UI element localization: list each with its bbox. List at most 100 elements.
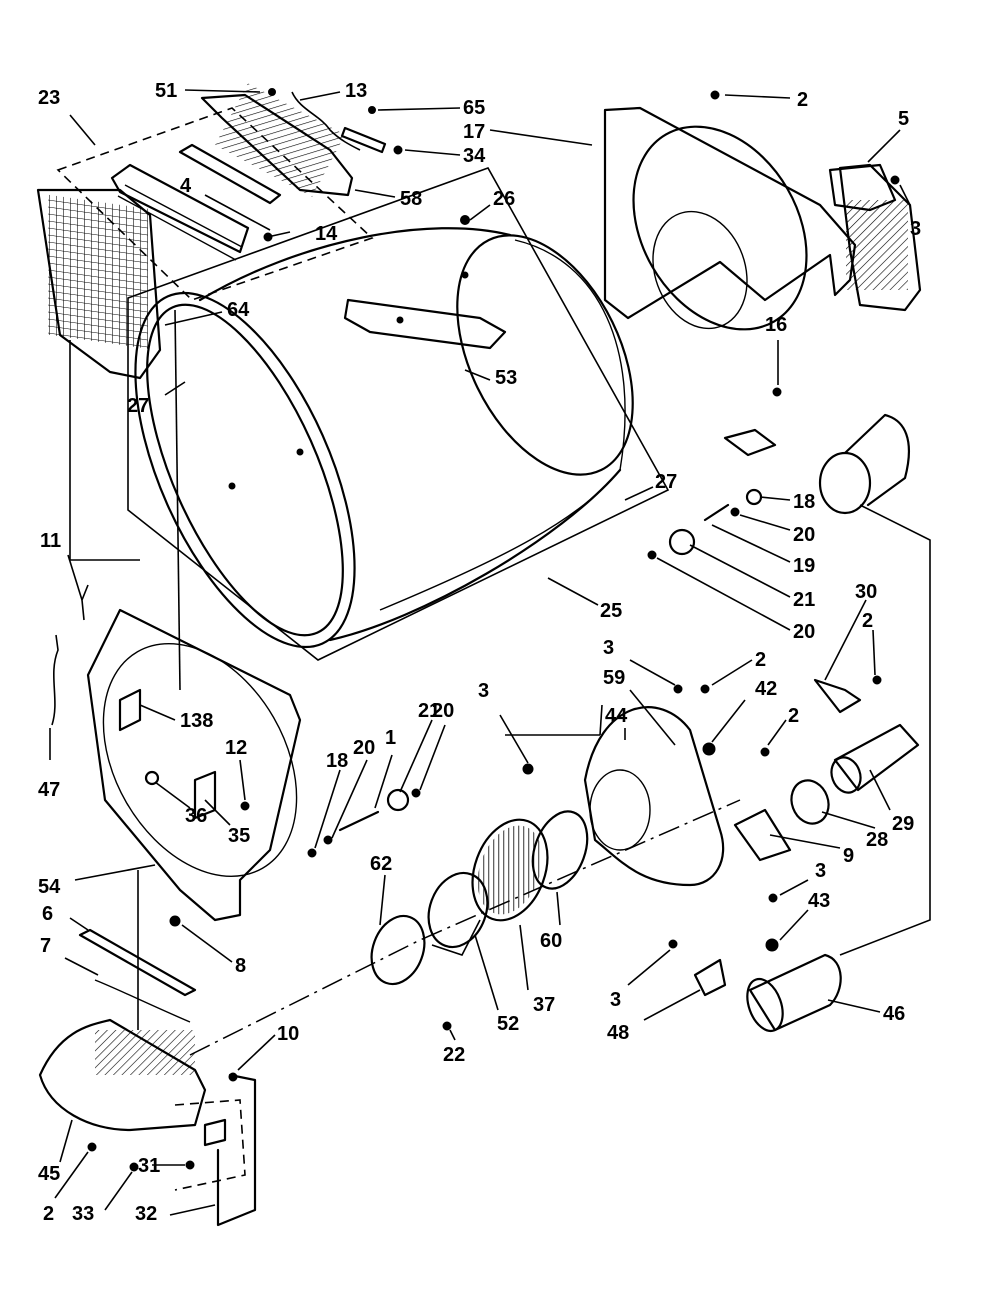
callout-8: 8 (235, 955, 246, 977)
callout-47: 47 (38, 779, 60, 801)
blower-housing-inlet (589, 769, 651, 851)
leader-58 (354, 189, 396, 198)
callout-2a: 2 (797, 89, 808, 111)
leader-2b (872, 629, 876, 676)
base-screw-2 (87, 1142, 97, 1152)
lint-group-outline (56, 107, 374, 301)
blower-screw-22 (442, 1021, 452, 1031)
leader-3b (629, 659, 676, 686)
leader-62 (379, 874, 386, 926)
leader-2c (711, 659, 753, 686)
leader-42 (711, 699, 746, 743)
drum-rivet-3 (228, 482, 236, 490)
callout-28: 28 (866, 829, 888, 851)
callout-45: 45 (38, 1163, 60, 1185)
leader-9 (769, 834, 841, 849)
callout-18b: 18 (326, 750, 348, 772)
door-switch (118, 688, 142, 732)
callout-5: 5 (898, 108, 909, 130)
callout-48: 48 (607, 1022, 629, 1044)
drum-belt (379, 239, 626, 611)
callout-20c: 20 (353, 737, 375, 759)
leader-25 (547, 577, 599, 606)
leader-54 (74, 864, 156, 881)
callout-1: 1 (385, 727, 396, 749)
blower-screw-3 (522, 763, 534, 775)
leader-21a (689, 544, 791, 598)
callout-59: 59 (603, 667, 625, 689)
leader-23 (69, 114, 96, 146)
leader-21b (399, 719, 433, 793)
lint-housing (110, 163, 250, 254)
callout-3a: 3 (910, 218, 921, 240)
alignment-lines (69, 309, 931, 1056)
spring-7 (94, 979, 191, 1023)
axis-drum-front (174, 309, 181, 691)
leader-lines (49, 89, 911, 1216)
drum-rivet-1 (461, 271, 469, 279)
leader-64 (164, 311, 223, 326)
seal-60 (531, 810, 589, 890)
callout-22: 22 (443, 1044, 465, 1066)
callout-52: 52 (497, 1013, 519, 1035)
callout-2b: 2 (862, 610, 873, 632)
leader-65 (377, 107, 461, 111)
base-hatch (95, 1030, 195, 1075)
leader-26 (469, 204, 491, 221)
callout-46: 46 (883, 1003, 905, 1025)
callout-19: 19 (793, 555, 815, 577)
motor-clip-48 (693, 958, 727, 997)
callout-43: 43 (808, 890, 830, 912)
drum-front-inner (146, 303, 344, 637)
leader-43 (779, 909, 809, 941)
leader-10 (237, 1034, 276, 1071)
callout-21a: 21 (793, 589, 815, 611)
lint-grille-hatch (215, 83, 345, 197)
wire-harness-47 (51, 634, 59, 726)
drum-assembly (127, 167, 670, 661)
exhaust-tube-end (830, 756, 862, 794)
heater-screw-3 (890, 175, 900, 185)
callout-3c: 3 (478, 680, 489, 702)
callout-4: 4 (180, 175, 192, 197)
leader-48 (643, 989, 701, 1021)
drum-rivet-4 (296, 448, 304, 456)
leader-13 (299, 91, 341, 101)
heater-cover (828, 163, 897, 212)
callout-20d: 20 (432, 700, 454, 722)
callout-65: 65 (463, 97, 485, 119)
exhaust-nut-42 (702, 742, 716, 756)
exhaust-tube-29 (833, 723, 920, 792)
blower-wheel (471, 818, 549, 922)
callout-16: 16 (765, 314, 787, 336)
drum-group-outline (127, 167, 670, 661)
drum-screw-26 (460, 215, 470, 225)
callout-20b: 20 (793, 621, 815, 643)
callout-11: 11 (40, 530, 61, 552)
front-nut-8 (169, 915, 181, 927)
leader-14 (271, 231, 291, 237)
lint-screw-65 (368, 106, 376, 114)
leader-18b (314, 769, 341, 849)
callout-2d: 2 (788, 705, 799, 727)
front-bearing-parts (307, 788, 421, 858)
leader-33 (104, 1171, 133, 1211)
bulkhead-screw-2 (710, 90, 720, 100)
rear-bulkhead-inner (652, 210, 748, 330)
leveling-leg-31 (203, 1118, 227, 1147)
heater-duct-outlet (818, 451, 872, 515)
rear-washer-20b (730, 507, 740, 517)
motor-group (668, 893, 842, 1033)
leader-29 (869, 769, 891, 811)
callout-64: 64 (227, 299, 250, 321)
lint-seal (178, 143, 282, 205)
callout-2e: 2 (43, 1203, 54, 1225)
rear-washer-20 (647, 550, 657, 560)
leader-20d (419, 724, 446, 791)
rear-bearing-parts (647, 488, 763, 560)
rear-bulkhead (603, 106, 857, 320)
leader-36 (154, 781, 191, 809)
leader-30 (824, 599, 867, 681)
blower-wheel-blades (477, 825, 543, 915)
callout-27b: 27 (655, 471, 677, 493)
